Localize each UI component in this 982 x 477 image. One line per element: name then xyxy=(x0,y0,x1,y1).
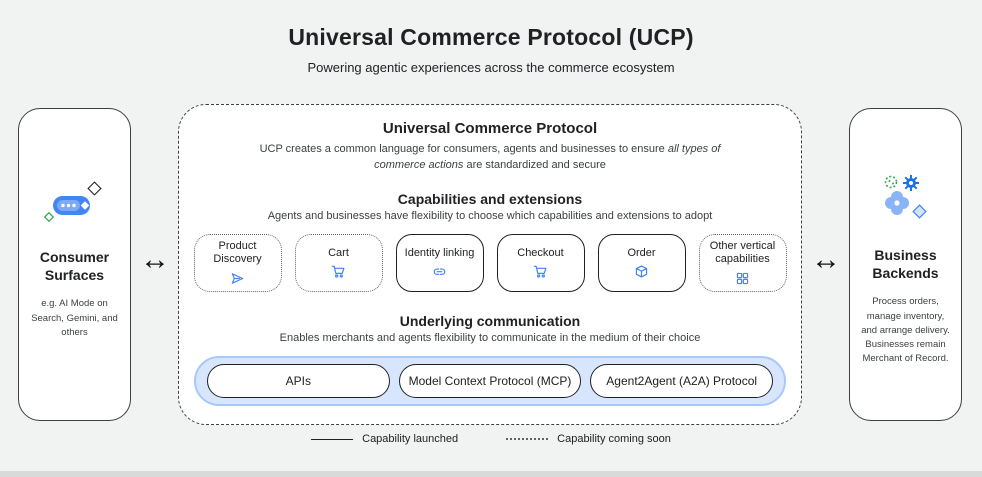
cart-icon xyxy=(533,264,548,279)
protocol-description-pre: UCP creates a common language for consum… xyxy=(259,143,668,155)
consumer-surfaces-title: Consumer Surfaces xyxy=(39,249,110,284)
protocol-description: UCP creates a common language for consum… xyxy=(255,142,725,174)
capabilities-title: Capabilities and extensions xyxy=(397,190,583,207)
consumer-surfaces-description: e.g. AI Mode on Search, Gemini, and othe… xyxy=(31,298,118,338)
business-backends-box: Business Backends Process orders, manage… xyxy=(849,108,962,421)
legend-coming-soon-label: Capability coming soon xyxy=(557,433,671,445)
capability-box-order: Order xyxy=(597,233,686,292)
capabilities-subtitle: Agents and businesses have flexibility t… xyxy=(267,209,713,222)
business-backends-description: Process orders, manage inventory, and ar… xyxy=(861,296,950,365)
capability-label: Identity linking xyxy=(404,246,475,259)
page-subtitle: Powering agentic experiences across the … xyxy=(307,60,675,75)
capability-label: Cart xyxy=(328,246,349,259)
cart-icon xyxy=(331,264,346,279)
communication-container: APIs Model Context Protocol (MCP) Agent2… xyxy=(194,355,786,406)
pill-mcp: Model Context Protocol (MCP) xyxy=(398,363,582,398)
solid-line-swatch xyxy=(311,438,354,440)
capability-box-checkout: Checkout xyxy=(496,233,585,292)
communication-subtitle: Enables merchants and agents flexibility… xyxy=(279,331,701,344)
bottom-edge xyxy=(0,471,982,477)
consumer-surfaces-box: Consumer Surfaces e.g. AI Mode on Search… xyxy=(18,108,131,421)
link-icon xyxy=(432,264,447,279)
send-icon xyxy=(230,271,245,286)
capability-box-identity-linking: Identity linking xyxy=(395,233,484,292)
box-icon xyxy=(634,264,649,279)
communication-title: Underlying communication xyxy=(399,312,581,329)
bidirectional-arrow-left: ↔ xyxy=(140,243,170,276)
capability-box-other-vertical: Other vertical capabilities xyxy=(698,233,787,292)
gears-sparkle-icon xyxy=(878,171,934,230)
capability-label: Order xyxy=(627,246,656,259)
pill-a2a: Agent2Agent (A2A) Protocol xyxy=(590,363,774,398)
dotted-line-swatch xyxy=(506,438,549,440)
protocol-description-post: are standardized and secure xyxy=(463,158,606,171)
capability-box-cart: Cart xyxy=(294,233,383,292)
legend-coming-soon: Capability coming soon xyxy=(506,433,671,445)
bidirectional-arrow-right: ↔ xyxy=(811,243,841,276)
chat-pill-sparkle-icon xyxy=(43,181,107,232)
page-title: Universal Commerce Protocol (UCP) xyxy=(288,24,694,50)
legend: Capability launched Capability coming so… xyxy=(0,433,982,445)
capability-label: Product Discovery xyxy=(213,240,262,266)
protocol-description-italic: all types of commerce actions xyxy=(374,143,721,171)
pill-apis: APIs xyxy=(207,363,390,398)
grid-icon xyxy=(735,271,750,286)
legend-launched: Capability launched xyxy=(311,433,458,445)
legend-launched-label: Capability launched xyxy=(362,433,459,445)
capabilities-row: Product Discovery Cart Identity linking … xyxy=(179,233,801,292)
protocol-title: Universal Commerce Protocol xyxy=(382,120,598,137)
business-backends-title: Business Backends xyxy=(872,247,939,282)
universal-commerce-protocol-box: Universal Commerce Protocol UCP creates … xyxy=(178,104,802,425)
capability-label: Other vertical capabilities xyxy=(709,240,776,266)
capability-box-product-discovery: Product Discovery xyxy=(193,233,282,292)
capability-label: Checkout xyxy=(517,246,564,259)
